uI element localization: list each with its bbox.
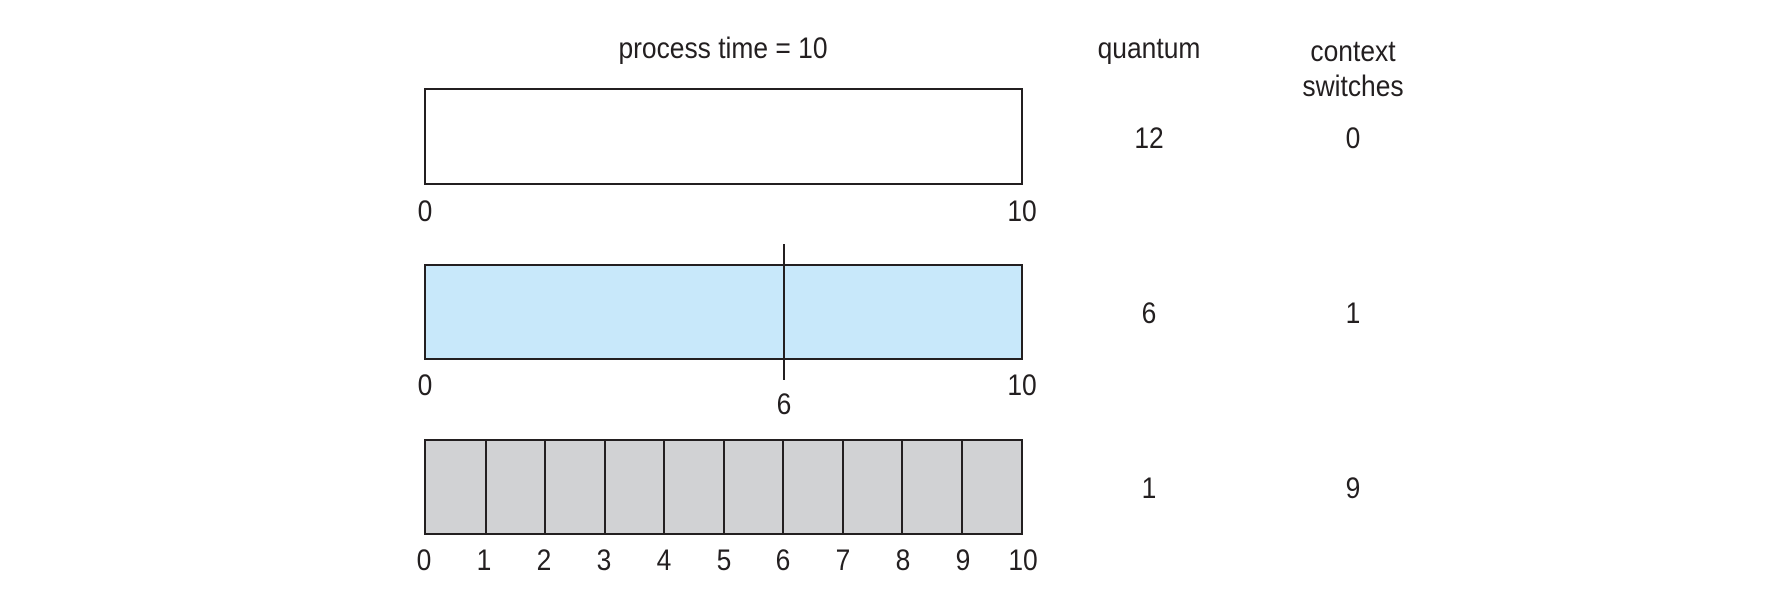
row2-tick-10: 10 [1007,369,1037,402]
timeline-bar-quantum-1 [424,439,1023,535]
row2-tick-0: 0 [417,369,433,402]
time-slice-divider [901,441,903,533]
time-slice-divider [722,441,725,533]
row3-tick-8: 8 [895,544,911,577]
time-slice-divider [960,441,963,533]
row3-switches-value: 9 [1345,472,1361,505]
time-slice-divider [484,441,487,533]
timeline-bar-quantum-12 [424,88,1023,185]
row1-switches-value: 0 [1345,122,1361,155]
time-slice-divider [663,441,665,533]
row3-tick-2: 2 [536,544,552,577]
process-time-label: process time = 10 [618,32,828,65]
row3-tick-1: 1 [476,544,492,577]
time-slice-divider [841,441,844,533]
time-slice-divider [603,441,606,533]
row1-quantum-value: 12 [1134,122,1164,155]
row1-tick-0: 0 [417,195,433,228]
row2-tick-6: 6 [776,388,792,421]
time-slice-divider [544,441,546,533]
row3-tick-5: 5 [716,544,731,577]
row3-tick-7: 7 [835,544,851,577]
timeline-bar-quantum-6 [424,264,1023,360]
row1-tick-10: 10 [1007,195,1037,228]
time-slice-divider [782,441,784,533]
row3-tick-3: 3 [596,544,612,577]
context-switches-header: context switches [1302,35,1404,104]
row3-tick-0: 0 [416,544,432,577]
quantum-header: quantum [1097,32,1201,65]
row3-quantum-value: 1 [1141,472,1157,505]
row2-switches-value: 1 [1345,297,1361,330]
row3-tick-9: 9 [955,544,971,577]
row3-tick-6: 6 [776,544,791,577]
row2-quantum-value: 6 [1141,297,1157,330]
row3-tick-4: 4 [656,544,671,577]
context-switch-marker-6 [783,244,785,380]
row3-tick-10: 10 [1008,544,1038,577]
